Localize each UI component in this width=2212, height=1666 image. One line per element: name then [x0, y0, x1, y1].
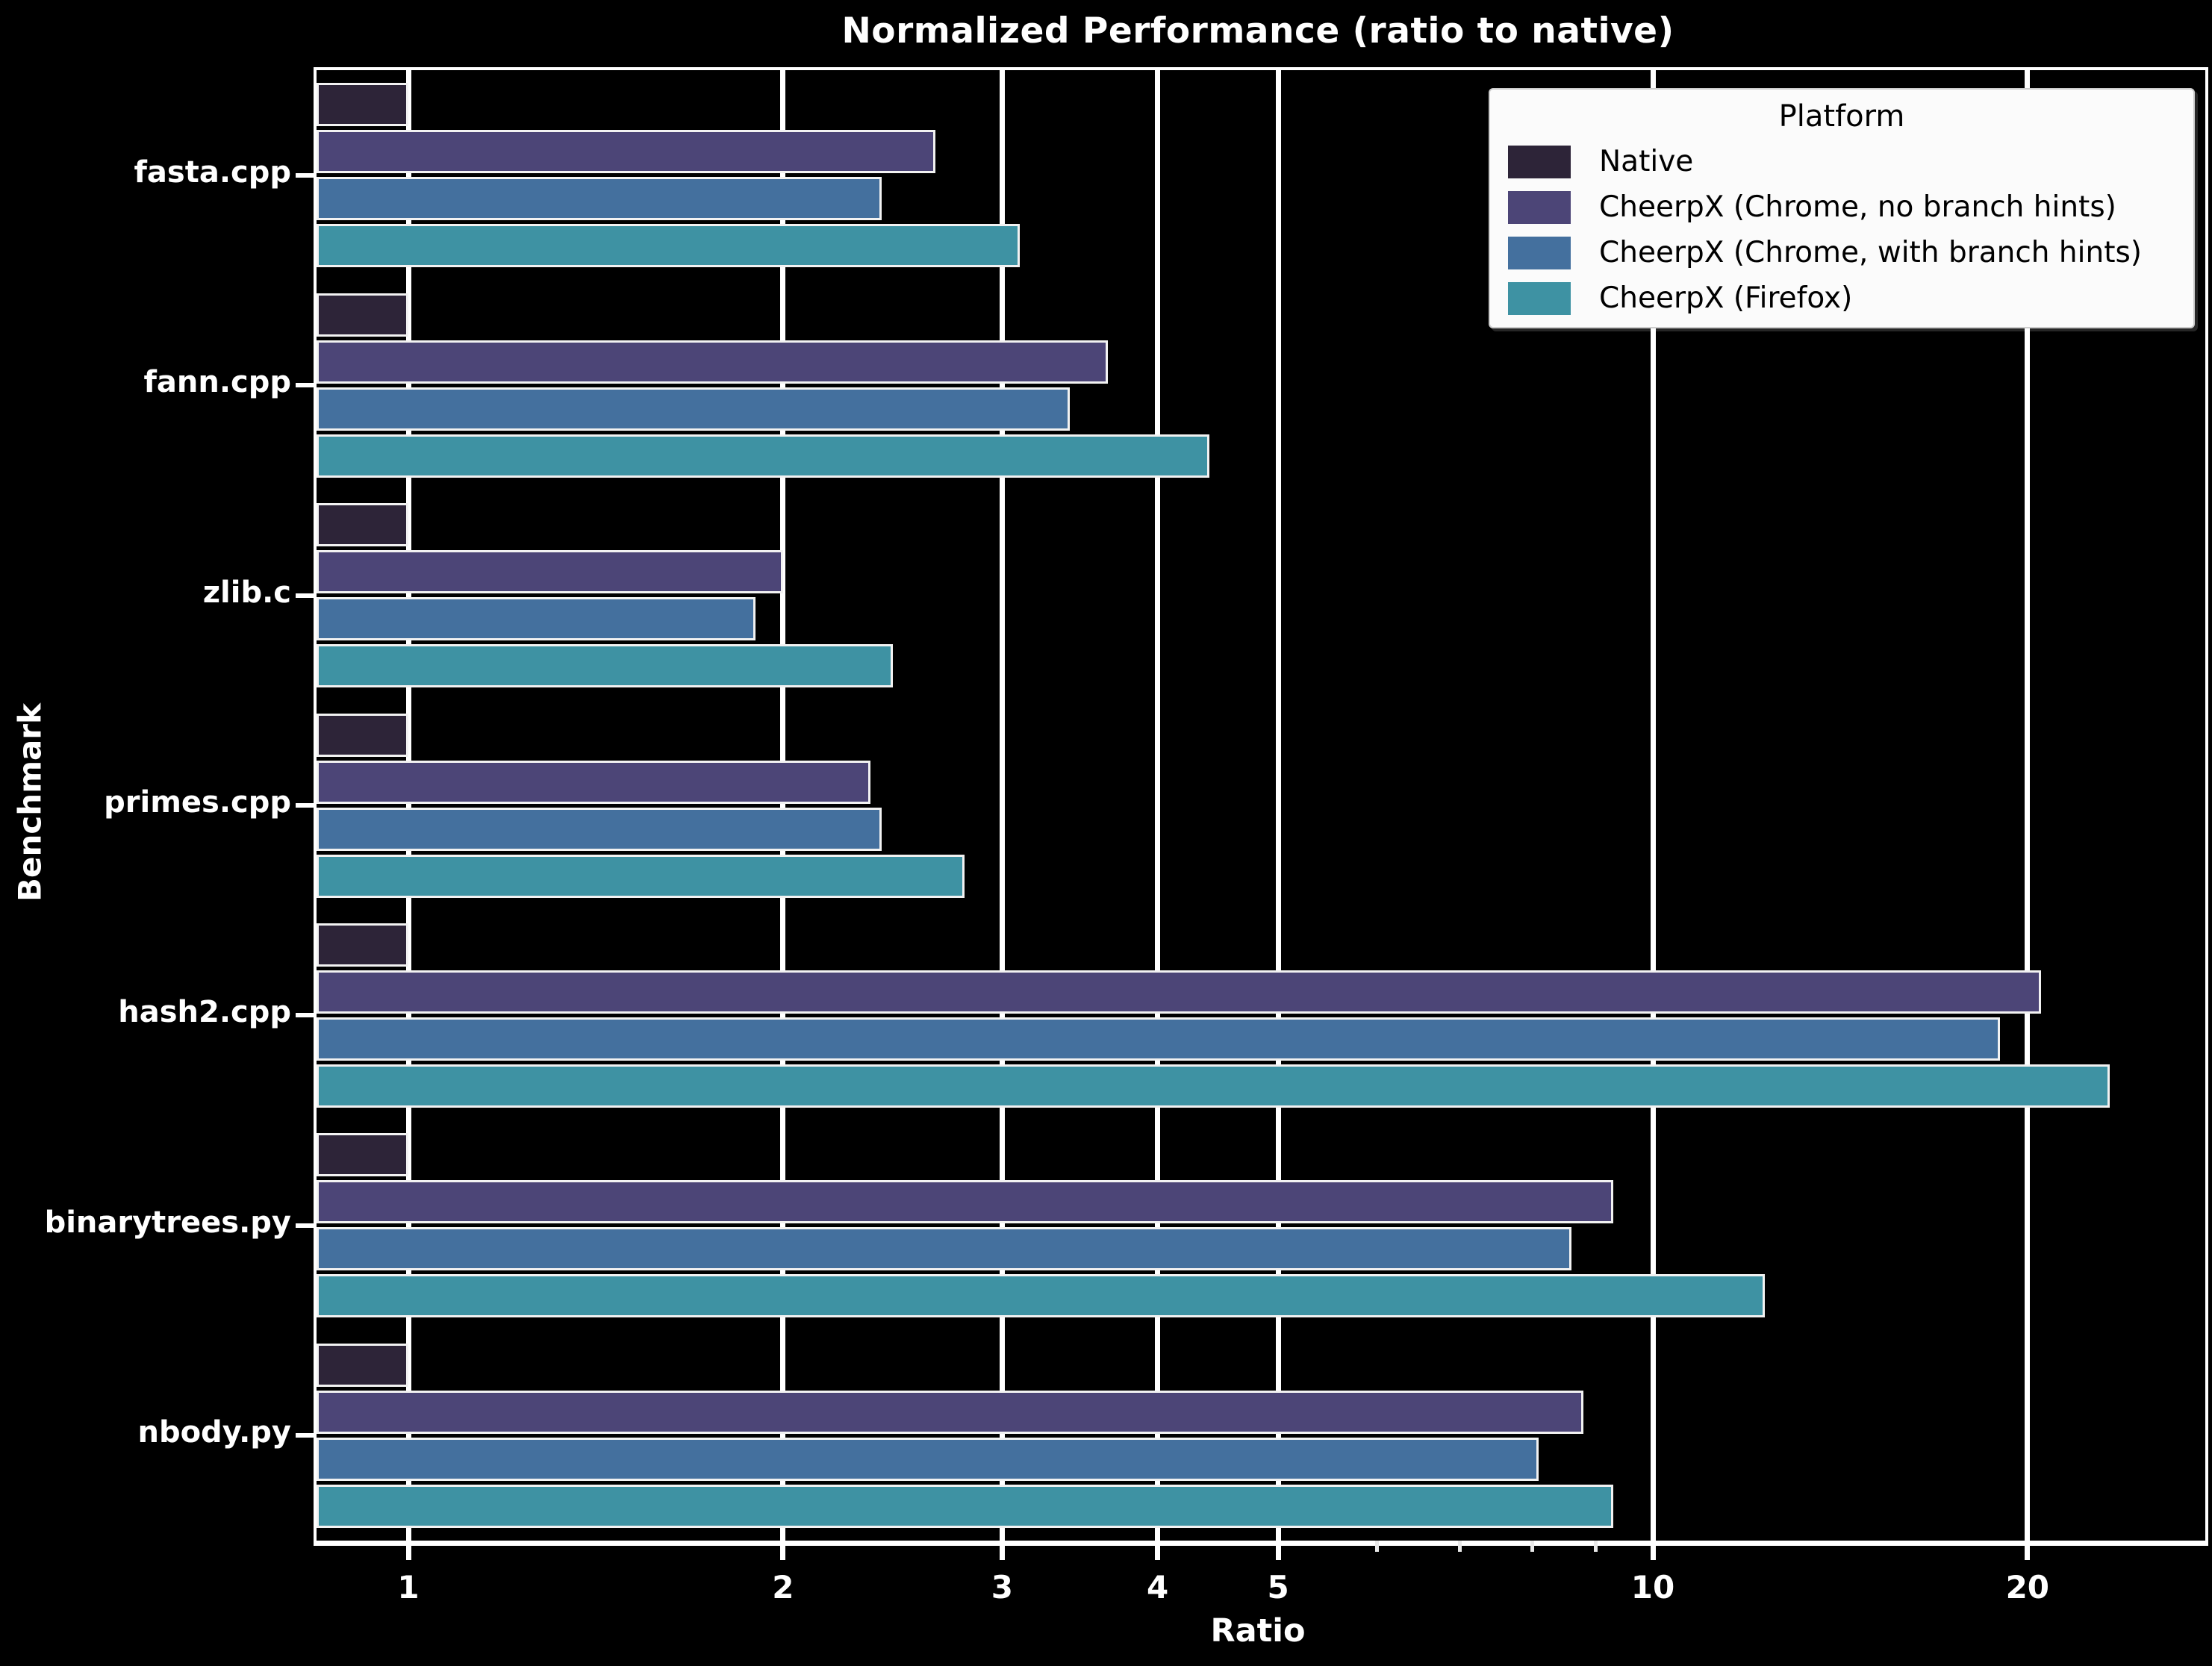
- plot-area: 1 2 3 4 5 10 20 Platform Native CheerpX (Chrom…: [296, 67, 2208, 1606]
- y-tick-mark: [296, 1433, 314, 1438]
- bar-primes-cpp-s1: [317, 760, 870, 804]
- x-tick-mark: [780, 1541, 786, 1560]
- bar-fann-cpp-s1: [317, 340, 1109, 384]
- x-tick-mark: [405, 1541, 411, 1560]
- y-tick-mark: [296, 172, 314, 178]
- legend-item-native: Native: [1508, 139, 2175, 184]
- legend-item-chrome-with-hints: CheerpX (Chrome, with branch hints): [1508, 230, 2175, 275]
- bar-zlib-c-s0: [317, 503, 408, 547]
- x-tick-label: 20: [2005, 1569, 2050, 1606]
- bar-nbody-py-s0: [317, 1343, 408, 1387]
- gridline: [1275, 70, 1281, 1541]
- bar-nbody-py-s1: [317, 1390, 1584, 1434]
- legend-swatch-chrome-with-hints: [1508, 236, 1571, 269]
- bar-fann-cpp-s2: [317, 387, 1070, 431]
- y-tick-mark: [296, 383, 314, 388]
- gridline: [2025, 70, 2031, 1541]
- x-minor-tick-mark: [1594, 1541, 1598, 1552]
- y-tick-label: primes.cpp: [104, 785, 291, 820]
- legend-item-chrome-no-hints: CheerpX (Chrome, no branch hints): [1508, 184, 2175, 230]
- y-tick-label: zlib.c: [202, 575, 291, 610]
- x-tick-mark: [1650, 1541, 1656, 1560]
- x-minor-tick-mark: [1374, 1541, 1379, 1552]
- bar-primes-cpp-s3: [317, 854, 965, 898]
- x-tick-mark: [1155, 1541, 1161, 1560]
- bar-zlib-c-s3: [317, 644, 893, 688]
- x-tick-mark: [999, 1541, 1005, 1560]
- bar-fasta-cpp-s1: [317, 130, 935, 174]
- y-tick-mark: [296, 1013, 314, 1018]
- bar-primes-cpp-s2: [317, 807, 882, 851]
- bar-fann-cpp-s0: [317, 293, 408, 337]
- x-tick-mark: [2025, 1541, 2031, 1560]
- bar-nbody-py-s2: [317, 1437, 1539, 1481]
- x-tick-label: 5: [1267, 1569, 1289, 1606]
- bar-fasta-cpp-s0: [317, 83, 408, 127]
- bar-hash2-cpp-s3: [317, 1064, 2110, 1108]
- bar-hash2-cpp-s2: [317, 1017, 2000, 1061]
- bar-fasta-cpp-s3: [317, 224, 1021, 268]
- legend-swatch-chrome-no-hints: [1508, 190, 1571, 224]
- bar-zlib-c-s2: [317, 597, 755, 641]
- bar-hash2-cpp-s0: [317, 923, 408, 967]
- y-tick-label: fann.cpp: [143, 365, 291, 400]
- gridline: [405, 70, 411, 1541]
- x-minor-tick-mark: [1458, 1541, 1462, 1552]
- bar-hash2-cpp-s1: [317, 970, 2041, 1014]
- gridline: [1650, 70, 1656, 1541]
- bar-nbody-py-s3: [317, 1484, 1614, 1528]
- y-tick-label: fasta.cpp: [134, 155, 292, 190]
- y-tick-mark: [296, 1223, 314, 1228]
- bar-primes-cpp-s0: [317, 713, 408, 757]
- x-tick-label: 3: [991, 1569, 1013, 1606]
- x-tick-label: 1: [397, 1569, 420, 1606]
- bar-fasta-cpp-s2: [317, 177, 882, 221]
- legend-title: Platform: [1778, 99, 1905, 134]
- gridline: [1155, 70, 1161, 1541]
- y-tick-label: binarytrees.py: [44, 1205, 291, 1240]
- y-tick-mark: [296, 803, 314, 808]
- bar-binarytrees-py-s0: [317, 1133, 408, 1177]
- x-minor-tick-mark: [1530, 1541, 1534, 1552]
- gridline: [999, 70, 1005, 1541]
- bar-binarytrees-py-s1: [317, 1180, 1614, 1224]
- x-tick-label: 2: [772, 1569, 794, 1606]
- bar-binarytrees-py-s3: [317, 1274, 1765, 1318]
- x-tick-label: 10: [1630, 1569, 1675, 1606]
- legend-label-chrome-no-hints: CheerpX (Chrome, no branch hints): [1599, 190, 2116, 224]
- legend-label-native: Native: [1599, 145, 1694, 178]
- legend-swatch-native: [1508, 145, 1571, 178]
- legend: Platform Native CheerpX (Chrome, no bran…: [1489, 88, 2195, 328]
- bar-zlib-c-s1: [317, 550, 783, 594]
- bar-fann-cpp-s3: [317, 434, 1209, 478]
- y-tick-mark: [296, 593, 314, 598]
- legend-label-firefox: CheerpX (Firefox): [1599, 281, 1853, 315]
- legend-item-firefox: CheerpX (Firefox): [1508, 275, 2175, 321]
- x-tick-label: 4: [1147, 1569, 1169, 1606]
- y-tick-label: hash2.cpp: [118, 995, 291, 1030]
- y-tick-label: nbody.py: [137, 1415, 291, 1450]
- x-tick-mark: [1275, 1541, 1281, 1560]
- legend-swatch-firefox: [1508, 281, 1571, 315]
- bar-binarytrees-py-s2: [317, 1227, 1571, 1271]
- x-axis-label: Ratio: [1210, 1612, 1306, 1650]
- chart-title: Normalized Performance (ratio to native): [841, 10, 1674, 52]
- legend-label-chrome-with-hints: CheerpX (Chrome, with branch hints): [1599, 236, 2143, 269]
- gridline: [780, 70, 786, 1541]
